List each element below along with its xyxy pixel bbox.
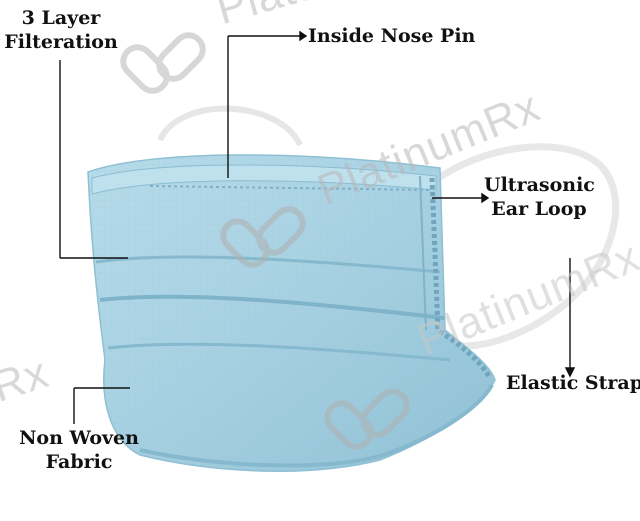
label-fabric-line1: Non Woven (18, 426, 140, 450)
label-ear-loop: Ultrasonic Ear Loop (484, 173, 594, 221)
label-ear-loop-line1: Ultrasonic (484, 173, 594, 197)
elastic-strap (160, 109, 300, 145)
label-filtration-line1: 3 Layer (4, 6, 118, 30)
label-filtration: 3 Layer Filteration (4, 6, 118, 54)
label-fabric-line2: Fabric (18, 450, 140, 474)
label-ear-loop-line2: Ear Loop (484, 197, 594, 221)
label-fabric: Non Woven Fabric (18, 426, 140, 474)
label-filtration-line2: Filteration (4, 30, 118, 54)
label-nose-pin: Inside Nose Pin (308, 24, 475, 48)
label-elastic-strap: Elastic Strap (506, 371, 640, 395)
watermark-logo-icon (123, 35, 203, 91)
